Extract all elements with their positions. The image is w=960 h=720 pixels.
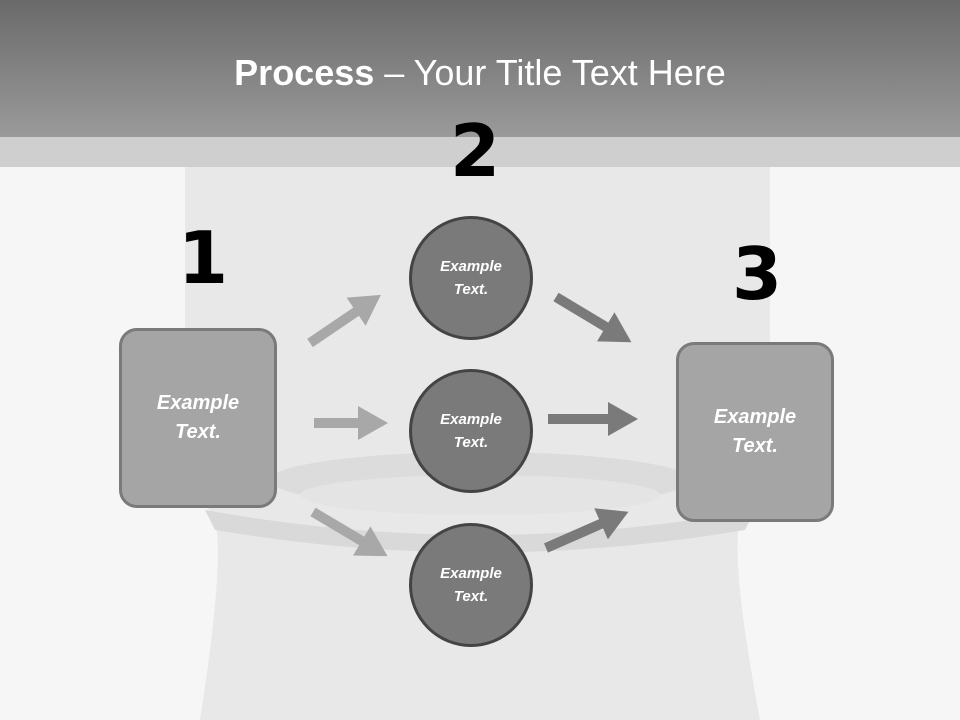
right-box-line1: Example	[713, 406, 797, 428]
arrow-2-to-3-bottom	[543, 508, 629, 553]
header-band	[0, 137, 960, 167]
page-title: Process – Your Title Text Here	[0, 52, 960, 94]
arrow-1-to-2-top	[307, 294, 381, 348]
left-box-line2: Text.	[175, 421, 221, 443]
circle-bottom-line2: Text.	[453, 588, 489, 605]
circle-top-line2: Text.	[453, 281, 489, 298]
circle-bottom-line1: Example	[440, 565, 502, 582]
arrow-2-to-3-top	[553, 292, 632, 343]
title-rest: – Your Title Text Here	[374, 52, 726, 93]
arrow-1-to-2-bottom	[310, 507, 388, 557]
step-number-2: 2	[450, 109, 501, 193]
circle-top-line1: Example	[440, 258, 502, 275]
right-box-line2: Text.	[732, 435, 778, 457]
circle-middle-line1: Example	[440, 411, 502, 428]
circle-middle-line2: Text.	[453, 434, 489, 451]
step-number-1: 1	[178, 216, 229, 300]
left-box-line1: Example	[156, 392, 240, 414]
step-number-3: 3	[732, 232, 783, 316]
header-bar	[0, 0, 960, 137]
title-bold: Process	[234, 52, 375, 93]
